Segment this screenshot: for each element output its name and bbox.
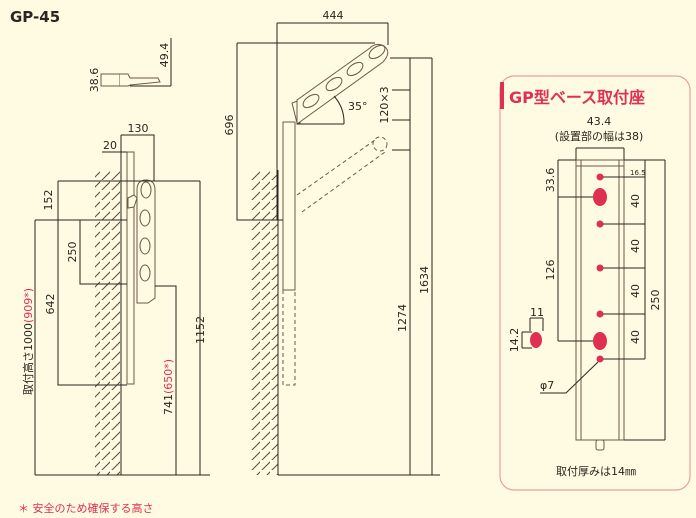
dim-14-2: 14.2 <box>508 328 521 353</box>
dim-38-6: 38.6 <box>88 68 101 93</box>
dim-49-4: 49.4 <box>158 43 171 68</box>
dim-43-4: 43.4 <box>587 115 612 128</box>
dim-130: 130 <box>128 122 149 135</box>
dim-250: 250 <box>66 242 79 263</box>
angle-35: 35° <box>348 100 368 113</box>
thickness-note: 取付厚みは14㎜ <box>556 465 636 478</box>
dim-444: 444 <box>323 9 344 22</box>
dim-1274: 1274 <box>396 304 409 332</box>
dim-40: 40 <box>629 330 642 344</box>
dim-40: 40 <box>629 239 642 253</box>
side-view-open: 35° 444 696 120×3 1274 1634 <box>223 9 440 476</box>
top-view: 38.6 49.4 <box>88 38 172 93</box>
mount-height: 取付高さ1000(909*) <box>21 288 35 395</box>
width-note: (設置部の幅は38) <box>555 129 644 143</box>
dim-40: 40 <box>629 284 642 298</box>
footnote: ＊ 安全のため確保する高さ <box>18 501 154 515</box>
dim-152: 152 <box>42 190 55 211</box>
dim-642: 642 <box>44 294 57 315</box>
dim-741: 741(650*) <box>162 359 175 415</box>
dim-phi7: φ7 <box>540 379 554 392</box>
side-view-folded: 130 20 152 250 642 取付高さ1000(909*) 1152 7… <box>21 122 210 476</box>
dim-1152: 1152 <box>194 316 207 344</box>
dim-16-5: 16.5 <box>630 169 646 177</box>
dim-696: 696 <box>223 115 236 136</box>
dim-11: 11 <box>530 306 544 319</box>
dim-250: 250 <box>649 290 662 311</box>
dim-40: 40 <box>629 194 642 208</box>
base-panel-title: GP型ベース取付座 <box>509 88 645 107</box>
dim-20: 20 <box>103 139 117 152</box>
dim-120x3: 120×3 <box>378 86 391 123</box>
base-panel: GP型ベース取付座 43.4 (設置部の幅は38) 16.5 40 40 40 … <box>499 75 691 491</box>
dim-1634: 1634 <box>418 266 431 294</box>
dim-126: 126 <box>544 260 557 281</box>
model-title: GP-45 <box>10 8 60 26</box>
dim-33-6: 33.6 <box>544 168 557 193</box>
